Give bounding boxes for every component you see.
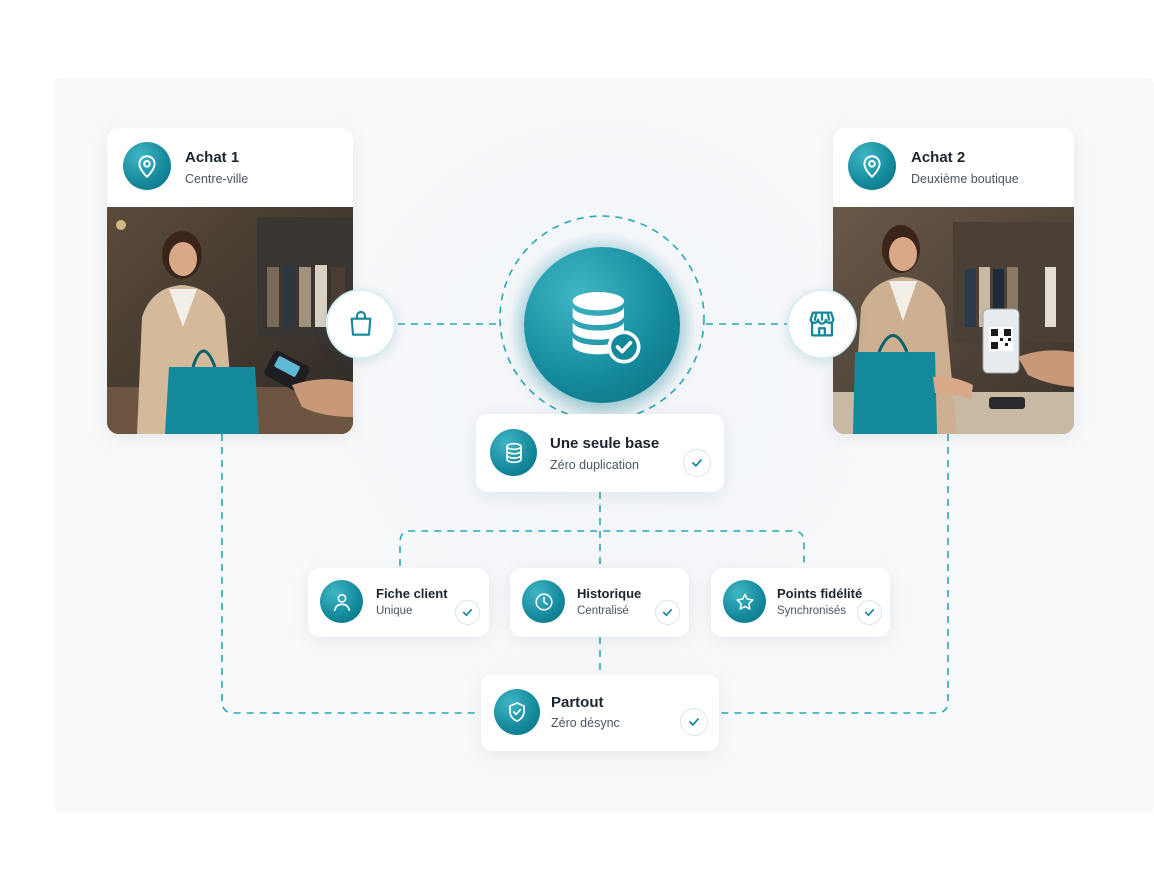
store2-title: Achat 2: [911, 149, 966, 166]
hub-card: Une seule base Zéro duplication: [476, 414, 724, 492]
database-hub-icon: [524, 247, 680, 403]
check-icon: [683, 449, 711, 477]
feature-card-history: Historique Centralisé: [510, 568, 689, 637]
feature-subtitle: Unique: [376, 605, 413, 617]
result-subtitle: Zéro désync: [551, 716, 620, 730]
feature-card-customer: Fiche client Unique: [308, 568, 489, 637]
check-icon: [680, 708, 708, 736]
star-icon: [723, 580, 766, 623]
feature-subtitle: Synchronisés: [777, 605, 847, 617]
feature-subtitle: Centralisé: [577, 605, 629, 617]
line-store2-to-result: [720, 434, 949, 714]
store1-title: Achat 1: [185, 149, 240, 166]
store1-subtitle: Centre-ville: [185, 172, 249, 186]
feature-title: Historique: [577, 586, 642, 601]
location-pin-icon: [123, 142, 171, 190]
clock-icon: [522, 580, 565, 623]
feature-title: Points fidélité: [777, 586, 863, 601]
check-icon: [455, 600, 480, 625]
line-store1-to-result: [221, 434, 480, 714]
store2-photo: [833, 207, 1074, 434]
store1-photo: [107, 207, 353, 434]
hub-subtitle: Zéro duplication: [550, 458, 639, 472]
database-icon: [490, 429, 537, 476]
user-icon: [320, 580, 363, 623]
feature-title: Fiche client: [376, 586, 448, 601]
result-title: Partout: [551, 694, 604, 711]
storefront-icon: [809, 311, 835, 337]
branch-line: [399, 530, 805, 566]
location-pin-icon: [848, 142, 896, 190]
store1-card: Achat 1 Centre-ville: [107, 128, 353, 434]
shield-check-icon: [494, 689, 540, 735]
store2-subtitle: Deuxième boutique: [911, 172, 1019, 186]
check-icon: [857, 600, 882, 625]
check-icon: [655, 600, 680, 625]
shopping-bag-icon: [350, 310, 372, 336]
feature-card-loyalty: Points fidélité Synchronisés: [711, 568, 890, 637]
store2-card: Achat 2 Deuxième boutique: [833, 128, 1074, 434]
result-card: Partout Zéro désync: [481, 674, 719, 751]
shopping-bag-connector: [326, 289, 396, 359]
storefront-connector: [787, 289, 857, 359]
hub-title: Une seule base: [550, 435, 660, 452]
